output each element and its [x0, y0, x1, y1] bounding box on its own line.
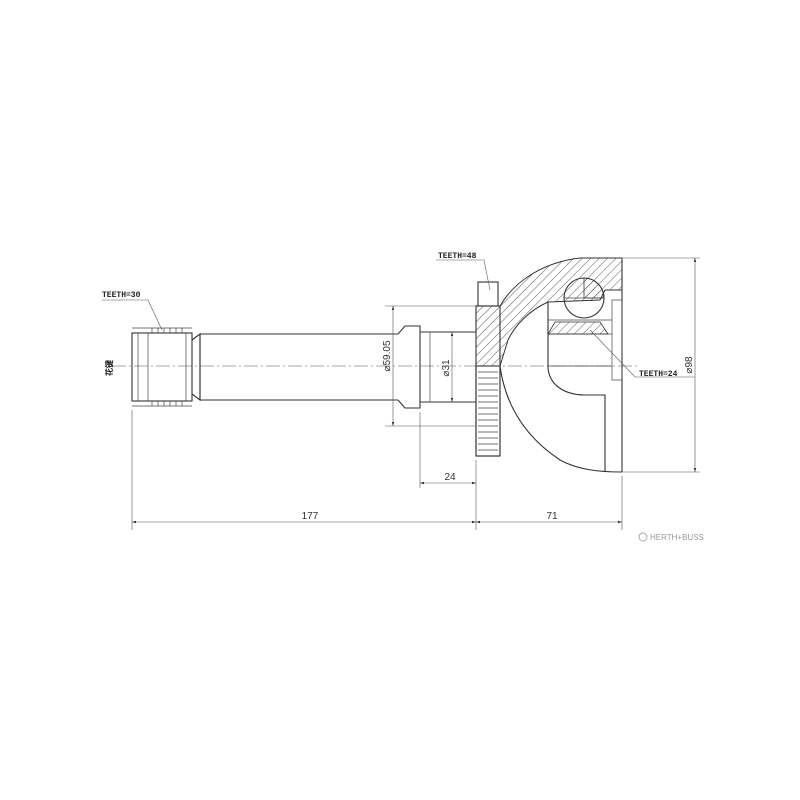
- spline-teeth-marks: [151, 328, 183, 406]
- shaft-spline-end: [131, 327, 193, 407]
- joint-housing: [499, 257, 623, 473]
- dimension-71: 71: [546, 511, 558, 522]
- leaders: [102, 259, 695, 378]
- teeth-48-label: TEETH=48: [438, 252, 477, 261]
- spline-note-label: 花键: [104, 360, 115, 376]
- dimension-24: 24: [444, 472, 456, 483]
- abs-ring-teeth: [478, 371, 498, 451]
- dimension-177: 177: [302, 511, 319, 522]
- abs-ring: [475, 281, 501, 457]
- brand-logo: HERTH+BUSS: [638, 532, 704, 542]
- dimension-lines: [131, 257, 700, 530]
- teeth-24-label: TEETH=24: [639, 370, 678, 379]
- dimension-31: ⌀31: [441, 359, 452, 377]
- dimension-59-05: ⌀59.05: [382, 340, 393, 371]
- dimension-98: ⌀98: [684, 356, 695, 374]
- shaft-body: [191, 325, 476, 409]
- brand-name: HERTH+BUSS: [650, 533, 704, 542]
- teeth-30-label: TEETH=30: [102, 291, 141, 300]
- joint-ball: [563, 277, 605, 319]
